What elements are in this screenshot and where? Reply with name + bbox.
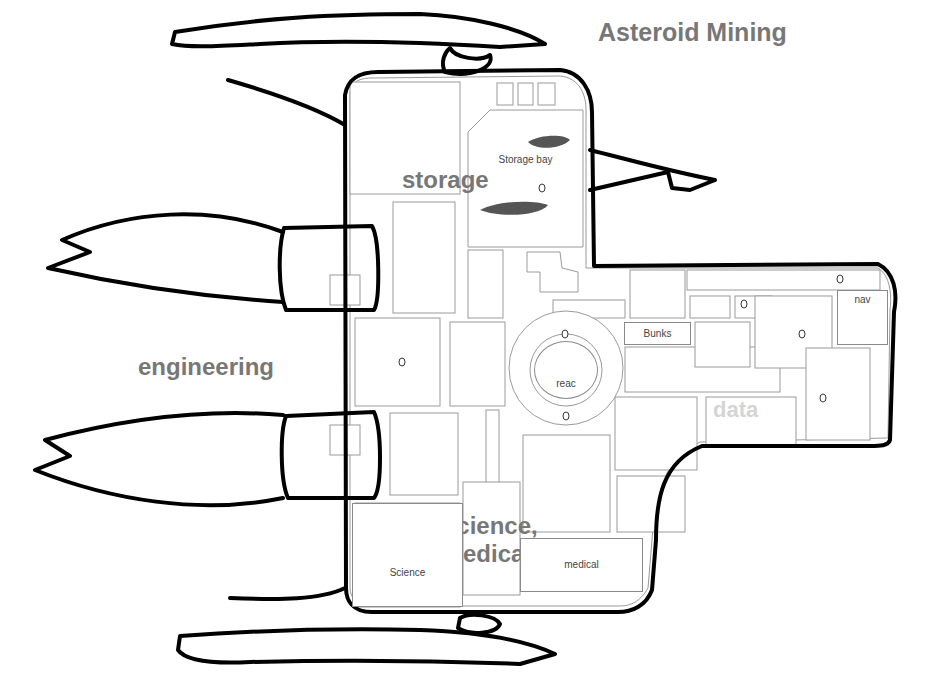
room-name: medical [521, 559, 642, 571]
crew-icon [820, 394, 826, 402]
locker [538, 83, 555, 105]
bottom-strut [458, 615, 500, 633]
top-wing [172, 14, 545, 47]
room [695, 322, 750, 367]
area-label: engineering [138, 353, 274, 381]
room [468, 250, 503, 318]
cargo-scribble [528, 136, 570, 148]
room [393, 202, 455, 313]
reactor-ring [509, 311, 623, 425]
room-name: Storage bay [464, 154, 587, 166]
lower-thruster-flame [35, 413, 283, 505]
upper-engine [280, 226, 379, 310]
room-box: Science [352, 503, 463, 607]
crew-icon [563, 412, 569, 420]
hull-sketch [345, 70, 895, 612]
room [617, 476, 685, 532]
diagonal-strut [228, 80, 345, 599]
diagram-title: Asteroid Mining [598, 18, 787, 47]
room [450, 322, 505, 406]
reactor-core: reac [534, 341, 598, 399]
cargo-scribble [480, 202, 548, 215]
room-name: reac [535, 378, 597, 390]
room-name: Science [353, 567, 462, 579]
room [687, 270, 880, 290]
room-box: nav [837, 290, 888, 345]
crew-icon [539, 184, 545, 192]
locker [518, 83, 533, 105]
bottom-wing [178, 629, 555, 664]
room [806, 348, 870, 440]
room-box: Storage bay [464, 110, 587, 247]
upper-thruster-flame [48, 214, 283, 302]
room [390, 413, 458, 495]
corridor [527, 252, 578, 292]
crew-icon [799, 330, 805, 338]
reactor-ring [530, 334, 602, 406]
room [630, 270, 685, 318]
room-name: nav [838, 294, 887, 306]
room-box: Bunks [624, 322, 691, 345]
room-name: Bunks [625, 328, 690, 340]
locker [497, 83, 513, 105]
room [355, 318, 440, 406]
crew-icon [399, 358, 405, 366]
room [690, 296, 730, 318]
room [706, 397, 796, 445]
room [615, 397, 697, 470]
crew-icon [741, 300, 747, 308]
crew-icon [837, 275, 843, 283]
hull-fill [350, 76, 891, 606]
area-label: data [713, 397, 758, 422]
room-box: medical [520, 538, 643, 592]
right-fin [590, 150, 715, 190]
crew-icon [562, 330, 568, 338]
lower-engine [282, 412, 380, 498]
area-label: storage [402, 166, 489, 194]
